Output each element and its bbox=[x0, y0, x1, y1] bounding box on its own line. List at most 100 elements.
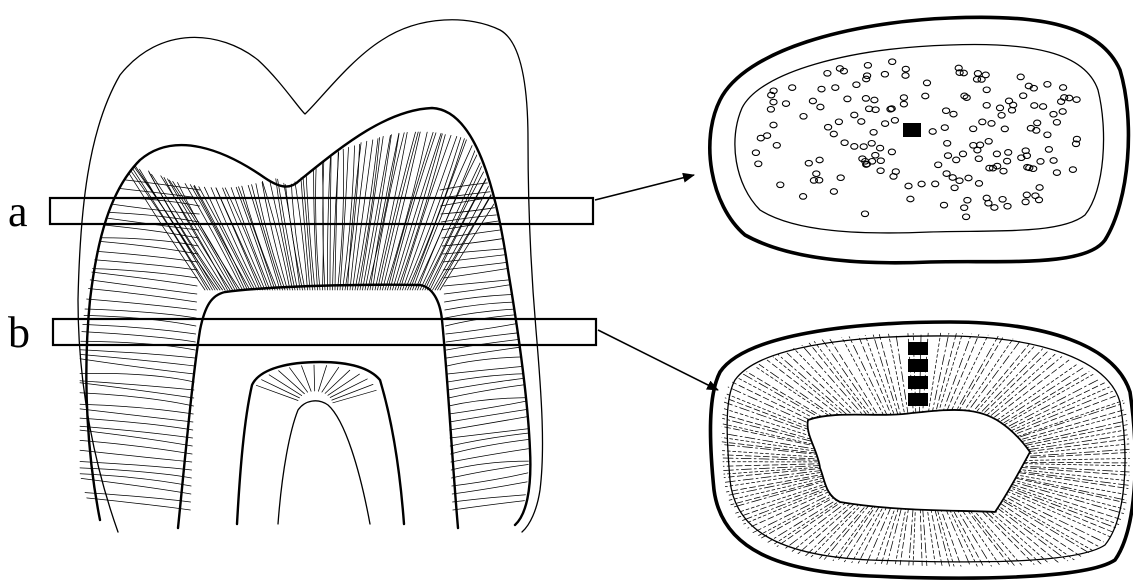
dentin-tubule bbox=[330, 154, 331, 290]
tubule-dot bbox=[975, 156, 982, 162]
sample-block-b bbox=[908, 393, 928, 406]
radial-tubule bbox=[1005, 480, 1129, 516]
tubule-dot bbox=[975, 181, 982, 187]
tubule-dot bbox=[862, 96, 869, 102]
dentin-tubule bbox=[390, 133, 436, 290]
radial-tubule bbox=[993, 379, 1100, 434]
tubule-dot bbox=[959, 151, 966, 157]
tubule-dot bbox=[870, 130, 877, 136]
tubule-dot bbox=[1050, 158, 1057, 164]
tubule-dot bbox=[932, 181, 939, 187]
dentin-tubule bbox=[284, 174, 302, 290]
cross-section-a-inner bbox=[735, 45, 1104, 233]
tubule-dot bbox=[800, 114, 807, 120]
tubule-dot bbox=[974, 71, 981, 77]
tubule-dot bbox=[1034, 120, 1041, 126]
dentin-tubule bbox=[80, 350, 195, 358]
radial-tubule bbox=[1013, 458, 1133, 461]
tubule-dot bbox=[1017, 74, 1024, 80]
dentin-tubule bbox=[452, 470, 540, 486]
tubule-dot bbox=[789, 85, 796, 91]
cross-section-a bbox=[710, 17, 1129, 263]
dentin-tubule bbox=[452, 480, 540, 495]
tubule-dot bbox=[999, 197, 1006, 203]
tubule-dot bbox=[1059, 109, 1066, 115]
enamel-outline bbox=[78, 20, 543, 532]
tubule-dot bbox=[1050, 111, 1057, 117]
tubule-dot bbox=[882, 121, 889, 127]
sample-block-b bbox=[908, 359, 928, 372]
radial-tubule bbox=[864, 331, 896, 419]
radial-tubule bbox=[837, 504, 884, 584]
radial-tubule bbox=[961, 502, 1022, 582]
tubule-dot bbox=[985, 200, 992, 206]
root-canal-inner bbox=[278, 401, 370, 524]
tubule-dot bbox=[951, 185, 958, 191]
tubule-dot bbox=[998, 113, 1005, 119]
tubule-dot bbox=[979, 119, 986, 125]
radial-tubule bbox=[887, 328, 905, 417]
tubule-dot bbox=[800, 194, 807, 200]
label-b: b bbox=[8, 308, 30, 357]
dentin-tubule bbox=[335, 151, 338, 290]
dentin-tubule bbox=[80, 271, 197, 286]
radial-tubule bbox=[807, 501, 872, 580]
tubule-dot bbox=[864, 63, 871, 69]
dentin-tubule bbox=[80, 468, 191, 478]
tubule-dot bbox=[809, 98, 816, 104]
dentin-tubule bbox=[447, 344, 540, 358]
radial-tubule bbox=[759, 494, 853, 559]
dentin-tubule bbox=[80, 404, 193, 414]
tubule-dot bbox=[837, 175, 844, 181]
tubule-dot bbox=[813, 171, 820, 177]
tubule-dot bbox=[830, 131, 837, 137]
tubule-dot bbox=[1073, 97, 1080, 103]
tubule-dot bbox=[752, 150, 759, 156]
tubule-dot bbox=[991, 205, 998, 211]
tubule-dot bbox=[1045, 147, 1052, 153]
dentin-tubule bbox=[442, 225, 540, 239]
radial-tubule bbox=[1013, 463, 1133, 466]
radial-tubule bbox=[999, 391, 1114, 438]
tubule-dot bbox=[1005, 150, 1012, 156]
tubule-dot bbox=[1000, 168, 1007, 174]
dentin-tubule bbox=[80, 409, 193, 422]
dentin-tubule bbox=[80, 373, 194, 382]
dentin-tubule bbox=[451, 438, 540, 454]
tubule-dot bbox=[1037, 159, 1044, 165]
tubule-dot bbox=[944, 153, 951, 159]
dentin-tubule bbox=[447, 357, 540, 366]
tubule-dot bbox=[964, 197, 971, 203]
dentin-tubule bbox=[169, 180, 235, 290]
tubule-dot bbox=[961, 205, 968, 211]
tubule-dot bbox=[770, 122, 777, 128]
radial-tubule bbox=[920, 507, 923, 584]
dentin-tubule bbox=[338, 149, 344, 290]
tubule-dot bbox=[825, 124, 832, 130]
tubule-dot bbox=[877, 145, 884, 151]
dentin-tubule bbox=[451, 461, 540, 470]
radial-tubule bbox=[878, 329, 902, 418]
radial-tubule bbox=[895, 328, 909, 418]
tubule-dot bbox=[877, 158, 884, 164]
tubule-dot bbox=[777, 182, 784, 188]
dentin-tubule bbox=[365, 135, 391, 290]
dentin-tubule bbox=[446, 319, 540, 334]
tubule-dot bbox=[943, 108, 950, 114]
arrow-b bbox=[598, 330, 718, 390]
dentin-tubule bbox=[302, 167, 312, 290]
tubule-dot bbox=[994, 163, 1001, 169]
tubule-dot bbox=[881, 71, 888, 77]
dentin-tubule bbox=[393, 133, 442, 290]
tubule-dot bbox=[923, 80, 930, 86]
tubule-dot bbox=[888, 149, 895, 155]
tubule-dot bbox=[1004, 158, 1011, 164]
radial-tubule bbox=[698, 475, 827, 501]
root-tubules bbox=[256, 365, 376, 403]
dentin-tubule bbox=[445, 294, 541, 302]
sample-blocks-b bbox=[908, 342, 928, 406]
dentin-tubule bbox=[448, 376, 540, 390]
dentin-tubule bbox=[80, 299, 196, 311]
label-a: a bbox=[8, 187, 28, 236]
